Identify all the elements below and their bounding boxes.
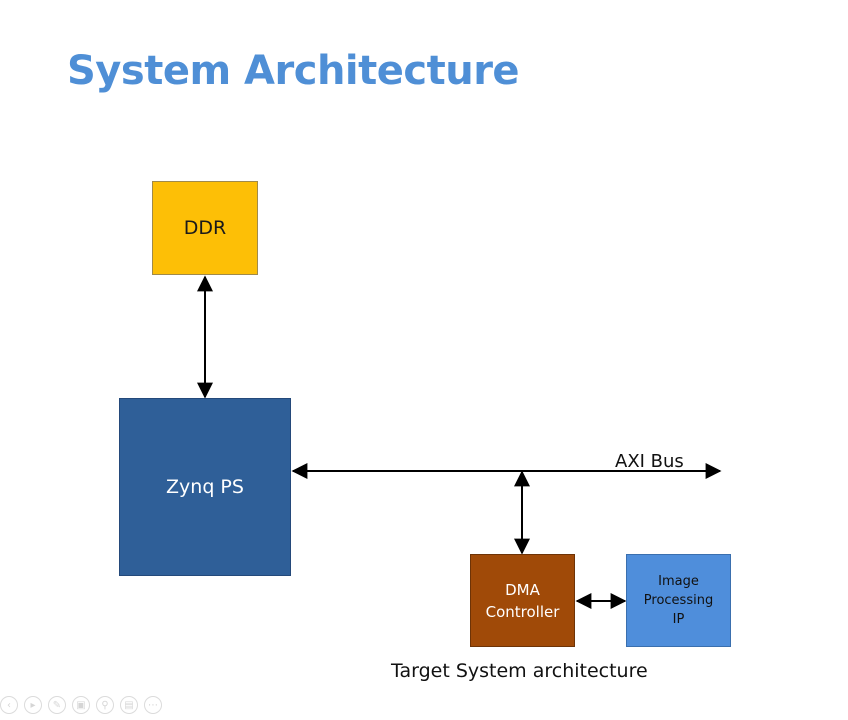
ddr-block: DDR bbox=[152, 181, 258, 275]
diagram-caption: Target System architecture bbox=[391, 660, 648, 682]
pages-icon[interactable]: ▣ bbox=[72, 696, 90, 714]
zynq-ps-block: Zynq PS bbox=[119, 398, 291, 576]
slide-title: System Architecture bbox=[67, 48, 520, 94]
play-icon[interactable]: ▸ bbox=[24, 696, 42, 714]
dma-controller-block: DMA Controller bbox=[470, 554, 575, 647]
axi-bus-label: AXI Bus bbox=[615, 451, 684, 472]
back-icon[interactable]: ‹ bbox=[0, 696, 18, 714]
slides-icon[interactable]: ▤ bbox=[120, 696, 138, 714]
zoom-icon[interactable]: ⚲ bbox=[96, 696, 114, 714]
image-processing-ip-block: Image Processing IP bbox=[626, 554, 731, 647]
pen-icon[interactable]: ✎ bbox=[48, 696, 66, 714]
presentation-toolbar: ‹ ▸ ✎ ▣ ⚲ ▤ ⋯ bbox=[0, 694, 162, 716]
more-icon[interactable]: ⋯ bbox=[144, 696, 162, 714]
